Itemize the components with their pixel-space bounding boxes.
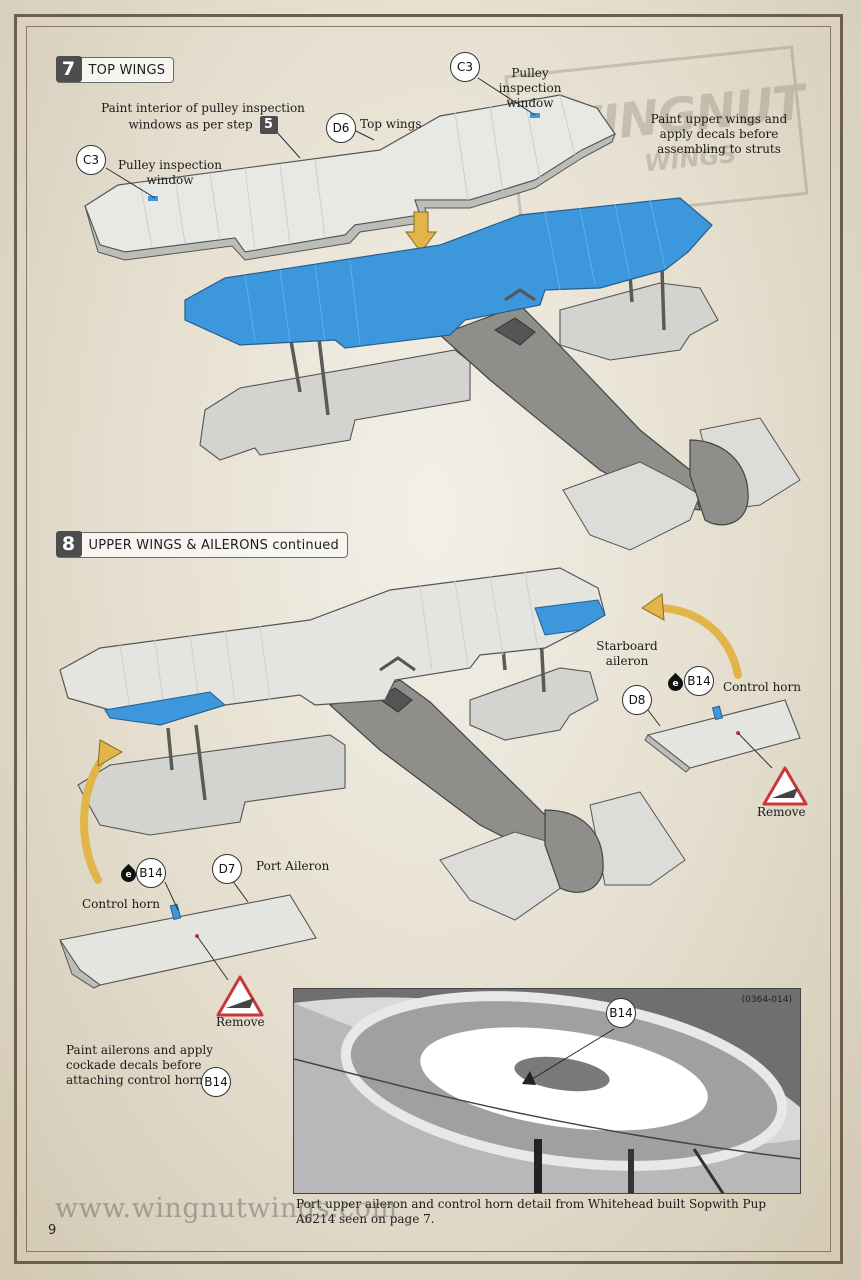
leader-b14-left	[164, 881, 179, 911]
cabane-struts-8	[379, 656, 416, 672]
mounted-top-wing-blue	[184, 197, 713, 349]
leader-d8	[647, 709, 661, 727]
website-url: www.wingnutwings.com	[55, 1193, 398, 1224]
arrow-head-right	[641, 593, 665, 621]
aileron-decal-starboard	[534, 599, 606, 636]
leader-d6	[353, 129, 375, 141]
page-border-inner	[26, 26, 831, 1252]
blue-wing-ribs	[244, 199, 666, 346]
leader-remove-left	[196, 935, 229, 981]
lower-wing-left-8	[77, 734, 346, 836]
label-top-wings: Top wings	[360, 117, 422, 131]
callout-b14-right: B14	[684, 666, 714, 696]
label-remove-left: Remove	[216, 1015, 265, 1029]
pulley-window-left	[148, 196, 158, 201]
leader-d7	[231, 879, 249, 903]
callout-d7: D7	[212, 854, 242, 884]
remove-warning-icon-left	[216, 975, 264, 1017]
step-8-title: UPPER WINGS & AILERONS continued	[88, 537, 339, 553]
aileron-decal-port	[104, 691, 227, 726]
rudder-8	[544, 809, 604, 893]
photo-code: (0364-014)	[741, 995, 792, 1005]
reference-photo: (0364-014)	[293, 988, 801, 1194]
pulley-window-right	[530, 113, 540, 118]
control-horn-left	[169, 903, 182, 921]
label-remove-right: Remove	[757, 805, 806, 819]
step-7-header: 7 TOP WINGS	[55, 56, 175, 83]
callout-c3-left: C3	[76, 145, 106, 175]
step-7-illustration	[84, 77, 801, 551]
drop-letter-left: e	[125, 869, 132, 880]
leader-remove-right	[737, 732, 773, 769]
tailplane-right-8	[589, 791, 686, 886]
drop-letter-right: e	[672, 678, 679, 689]
callout-d8: D8	[622, 685, 652, 715]
control-horn-right	[711, 705, 724, 721]
label-starboard-aileron: Starboard aileron	[596, 639, 658, 668]
leader-step5	[274, 129, 301, 159]
label-port-aileron: Port Aileron	[256, 859, 330, 873]
note-paint-interior-text: Paint interior of pulley inspection wind…	[101, 101, 305, 132]
step-8-header: 8 UPPER WINGS & AILERONS continued	[55, 531, 348, 558]
callout-b14-left: B14	[136, 858, 166, 888]
step-8-illustration	[59, 567, 808, 1017]
cockpit	[494, 317, 536, 346]
lower-wing-right-8	[469, 667, 599, 741]
note-pulley-window-right: Pulley inspection window	[498, 66, 562, 110]
label-control-horn-right: Control horn	[723, 680, 801, 694]
port-aileron-edge	[59, 939, 101, 989]
loose-wing-edge	[84, 133, 616, 261]
page-number: 9	[48, 1223, 57, 1238]
photo-callout-b14: B14	[606, 998, 636, 1028]
reference-photo-image	[294, 989, 800, 1193]
photo-caption: Port upper aileron and control horn deta…	[296, 1197, 767, 1226]
note-paint-interior: Paint interior of pulley inspection wind…	[100, 101, 306, 134]
step-7-number: 7	[55, 56, 82, 83]
arrow-head-left	[97, 739, 124, 767]
note-paint-ailerons: Paint ailerons and apply cockade decals …	[66, 1043, 213, 1087]
starboard-aileron-edge	[644, 734, 691, 773]
remove-warning-icon-right	[762, 766, 808, 806]
callout-d6: D6	[326, 113, 356, 143]
lower-wing-right	[559, 282, 719, 361]
upper-wing-ribs-8	[119, 570, 539, 716]
interplane-struts	[288, 267, 666, 416]
rudder	[689, 439, 749, 526]
tailplane	[562, 461, 701, 551]
step-5-reference: 5	[259, 116, 278, 134]
step-8-number: 8	[55, 531, 82, 558]
lower-wing-left	[199, 349, 471, 461]
note-pulley-window-left: Pulley inspection window	[117, 158, 222, 187]
leader-c3-right	[477, 77, 536, 116]
callout-c3-right: C3	[450, 52, 480, 82]
loose-wing-ribs	[139, 94, 576, 251]
step-7-title: TOP WINGS	[88, 62, 166, 78]
label-control-horn-left: Control horn	[82, 897, 160, 911]
leader-c3-left	[105, 167, 156, 199]
note-apply-decals: Paint upper wings and apply decals befor…	[650, 112, 788, 156]
callout-b14-note: B14	[201, 1067, 231, 1097]
curved-arrow-right	[656, 604, 742, 679]
page-border-outer	[14, 14, 843, 1264]
down-arrow-icon	[405, 211, 437, 253]
cabane-struts	[504, 288, 536, 302]
